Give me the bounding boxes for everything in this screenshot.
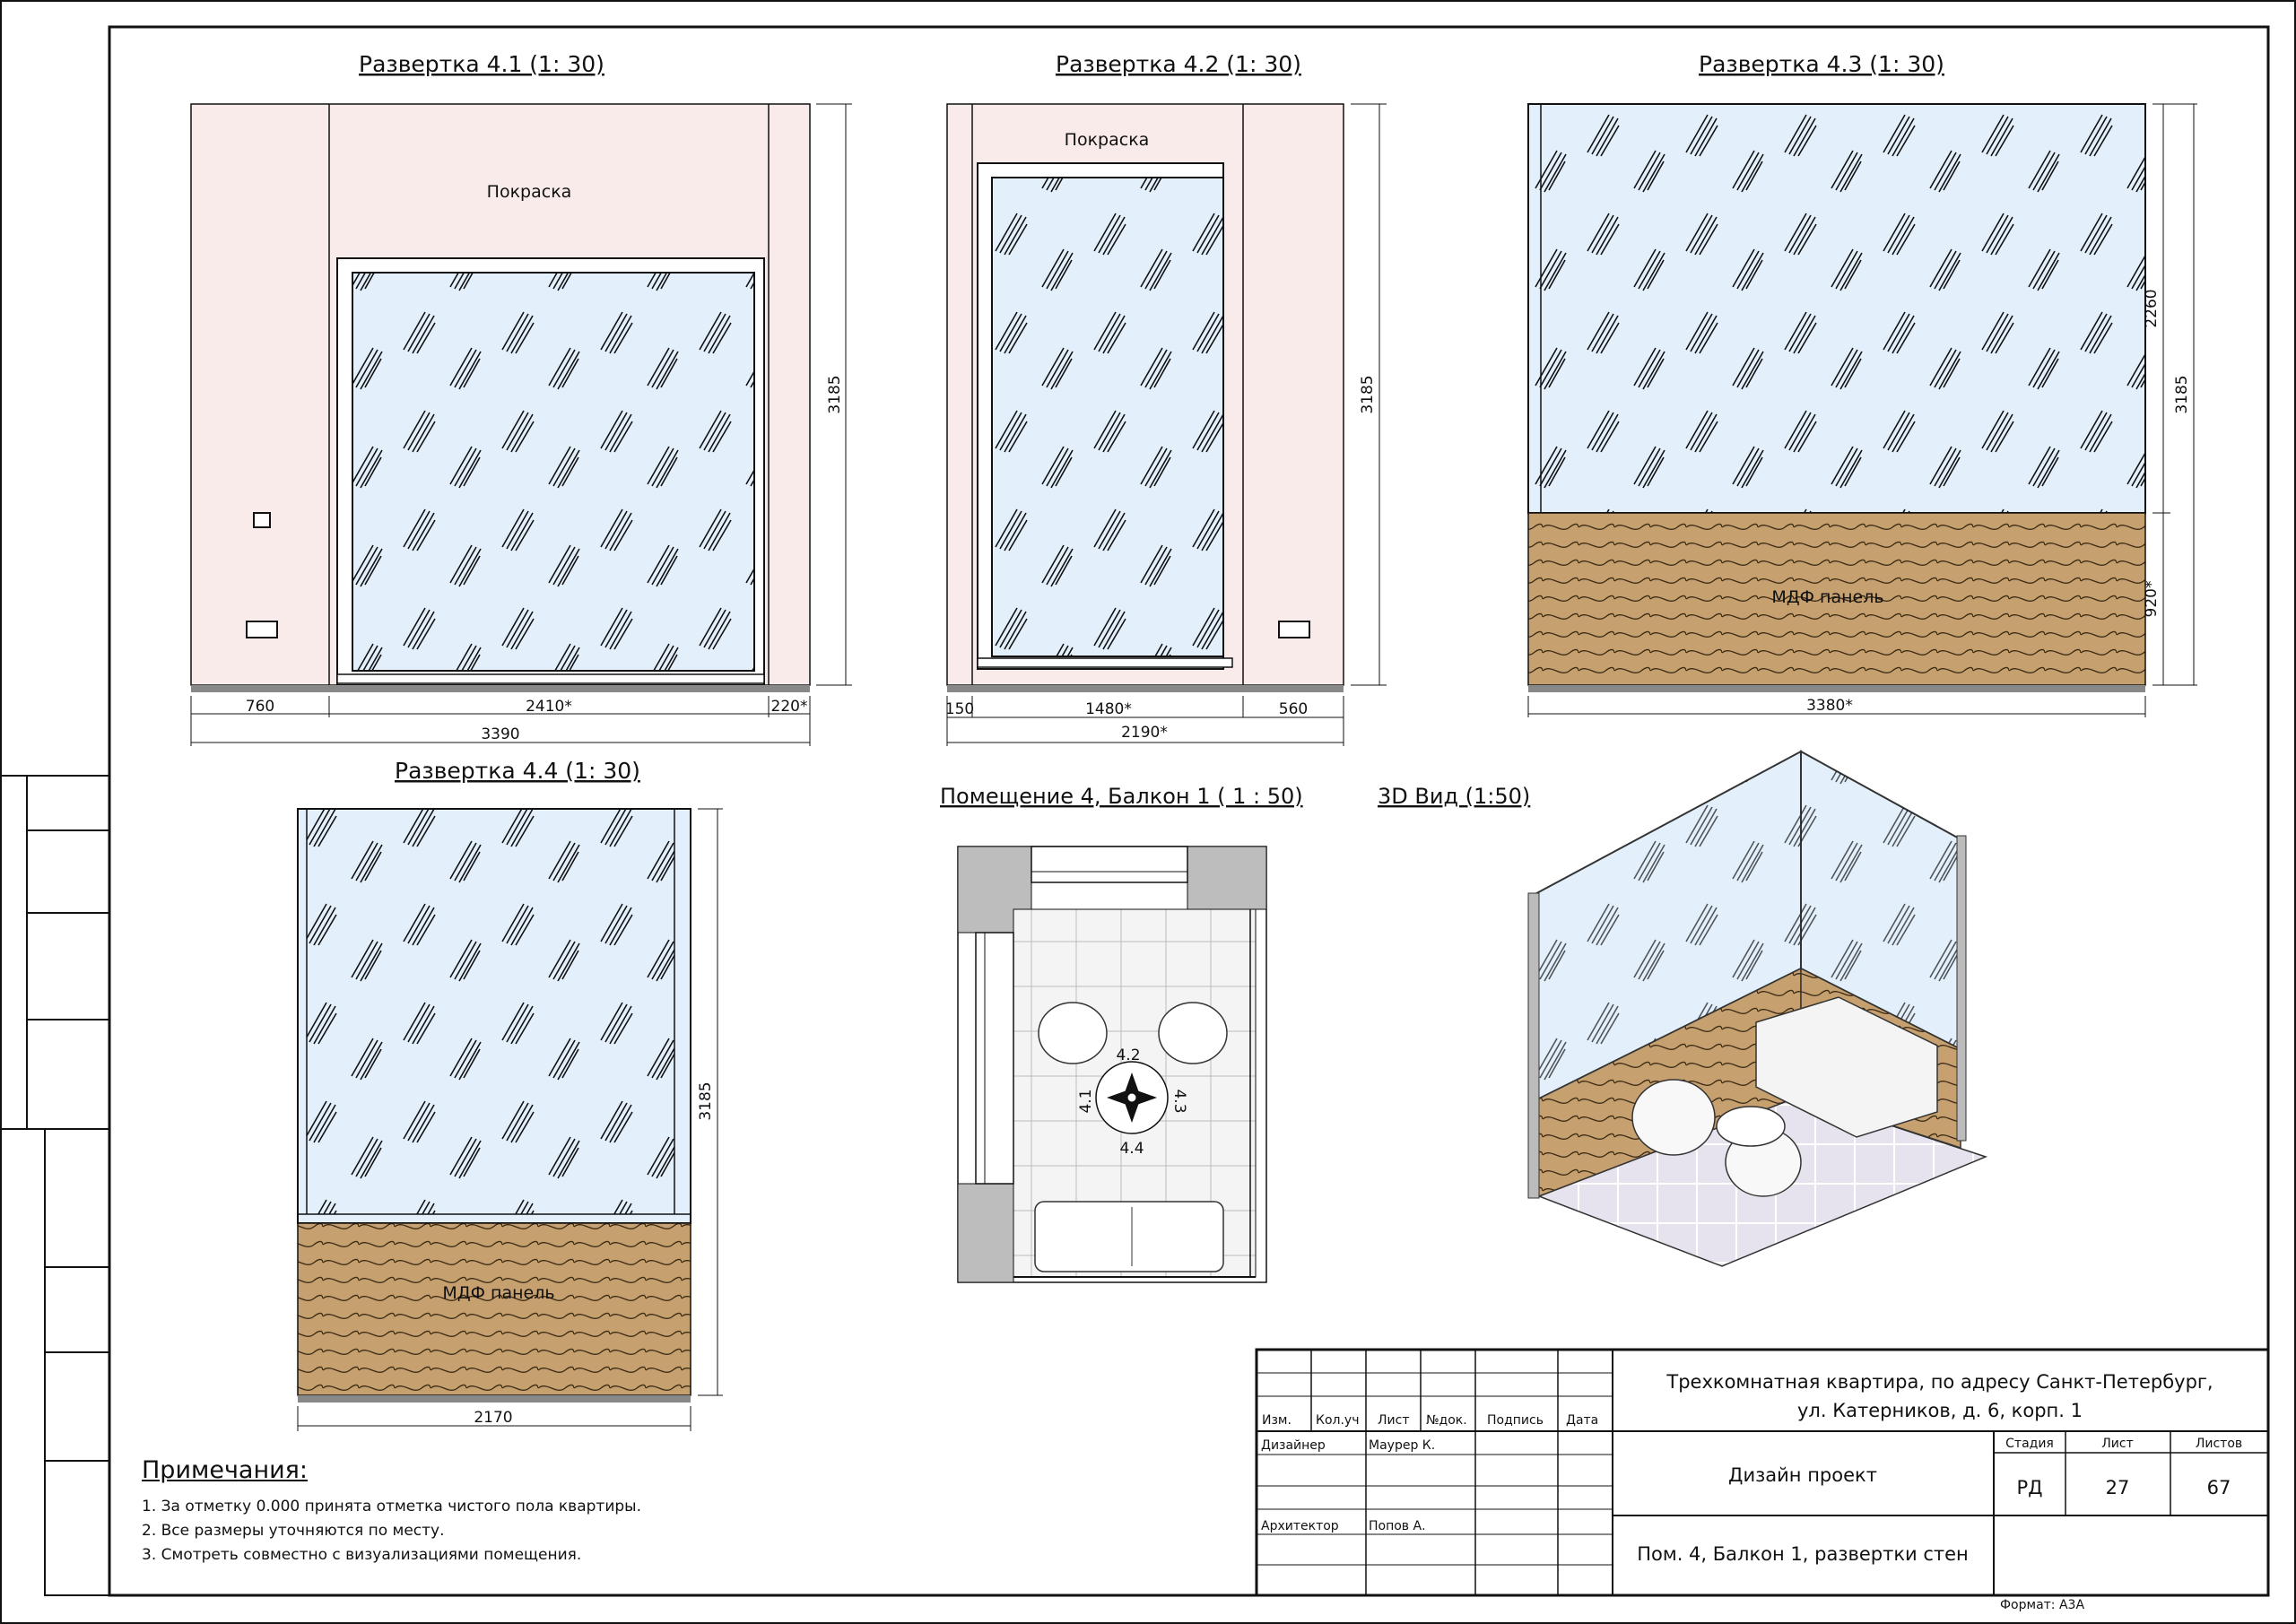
sheets-label: Листов	[2196, 1437, 2242, 1451]
stage-label: Стадия	[2005, 1437, 2054, 1451]
isometric-view: 3D Вид (1:50)	[1378, 750, 1988, 1267]
format-label: Формат: А3А	[2000, 1598, 2085, 1612]
sheets-value: 67	[2207, 1477, 2231, 1498]
armchair-icon	[1158, 1002, 1228, 1064]
elevation-4-1: Развертка 4.1 (1: 30) Покраска 760 2410*…	[190, 51, 852, 746]
hdr-izm: Изм.	[1262, 1413, 1292, 1428]
binding-strip	[0, 775, 110, 1596]
dim-total: 2170	[474, 1409, 512, 1427]
elevation-4-2: Развертка 4.2 (1: 30) Покраска 150 1480*…	[945, 51, 1387, 746]
elevation-4-4: Развертка 4.4 (1: 30) МДФ панель 2170 31…	[297, 758, 723, 1431]
designer-name: Маурер К.	[1369, 1438, 1435, 1453]
doc-type: Дизайн проект	[1728, 1464, 1877, 1486]
hdr-date: Дата	[1566, 1413, 1598, 1428]
dim-upper: 2260	[2143, 289, 2161, 327]
paint-label: Покраска	[487, 182, 572, 202]
dim-left: 760	[246, 698, 274, 716]
elevation-4-4-title: Развертка 4.4 (1: 30)	[395, 758, 640, 784]
note-2: 2. Все размеры уточняются по месту.	[142, 1522, 445, 1540]
note-1: 1. За отметку 0.000 принята отметка чист…	[142, 1498, 641, 1515]
project-line-2: ул. Катерников, д. 6, корп. 1	[1797, 1400, 2083, 1421]
table-icon	[1716, 1106, 1786, 1147]
dim-left: 150	[945, 700, 974, 718]
dim-middle: 1480*	[1085, 700, 1132, 718]
elevation-4-1-title: Развертка 4.1 (1: 30)	[359, 51, 604, 77]
hdr-sign: Подпись	[1487, 1413, 1544, 1428]
sofa-icon	[1755, 996, 1938, 1138]
dim-total: 2190*	[1121, 724, 1168, 742]
title-block-text: Изм. Кол.уч Лист №док. Подпись Дата Диза…	[1261, 1371, 2242, 1565]
dim-total: 3390	[481, 725, 519, 743]
note-3: 3. Смотреть совместно с визуализациями п…	[142, 1546, 582, 1564]
mark-4-1: 4.1	[1077, 1089, 1095, 1113]
elevation-4-3-title: Развертка 4.3 (1: 30)	[1699, 51, 1944, 77]
dim-middle: 2410*	[526, 698, 572, 716]
dim-height: 3185	[697, 1081, 715, 1120]
mark-4-2: 4.2	[1116, 1046, 1140, 1064]
dim-total: 3380*	[1806, 697, 1853, 715]
paint-label: Покраска	[1065, 130, 1150, 150]
dim-right: 220*	[771, 698, 808, 716]
iso-title: 3D Вид (1:50)	[1378, 784, 1530, 809]
armchair-icon	[1038, 1002, 1108, 1064]
mark-4-3: 4.3	[1170, 1089, 1188, 1113]
designer-label: Дизайнер	[1261, 1438, 1326, 1453]
switch-icon	[253, 512, 271, 528]
sheet-title: Пом. 4, Балкон 1, развертки стен	[1637, 1543, 1969, 1565]
stage-value: РД	[2016, 1477, 2042, 1498]
sofa-icon	[1034, 1201, 1224, 1272]
plan-title: Помещение 4, Балкон 1 ( 1 : 50)	[940, 784, 1303, 809]
hdr-doc: №док.	[1426, 1413, 1467, 1428]
floor-plan: Помещение 4, Балкон 1 ( 1 : 50) 4.2 4.1 …	[940, 784, 1303, 1283]
dim-height: 3185	[2173, 375, 2191, 413]
sheet-value: 27	[2106, 1477, 2130, 1498]
elevation-4-2-title: Развертка 4.2 (1: 30)	[1056, 51, 1301, 77]
socket-icon	[1278, 621, 1310, 638]
mark-4-4: 4.4	[1119, 1140, 1144, 1158]
title-block	[1255, 1348, 2270, 1597]
hdr-kol: Кол.уч	[1316, 1413, 1359, 1428]
dim-right: 560	[1279, 700, 1308, 718]
architect-name: Попов А.	[1369, 1519, 1426, 1533]
dim-height: 3185	[826, 375, 844, 413]
dim-height: 3185	[1359, 375, 1377, 413]
elevation-4-3: Развертка 4.3 (1: 30) МДФ панель 3380* 2…	[1527, 51, 2197, 717]
panel-label: МДФ панель	[442, 1283, 554, 1303]
armchair-icon	[1631, 1079, 1716, 1156]
hdr-list: Лист	[1378, 1413, 1409, 1428]
project-line-1: Трехкомнатная квартира, по адресу Санкт-…	[1665, 1371, 2213, 1393]
socket-icon	[246, 621, 278, 638]
architect-label: Архитектор	[1261, 1519, 1339, 1533]
panel-label: МДФ панель	[1771, 587, 1883, 607]
sheet-label: Лист	[2101, 1437, 2133, 1451]
notes-title: Примечания:	[142, 1456, 309, 1484]
dim-lower: 920*	[2143, 581, 2161, 618]
